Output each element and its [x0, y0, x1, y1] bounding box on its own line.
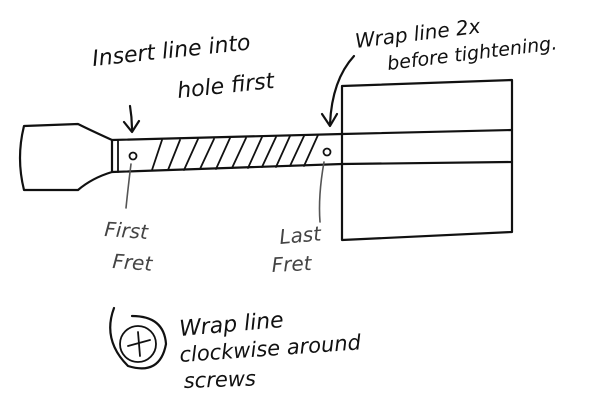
- label-first-fret-1: First: [104, 217, 150, 244]
- fret-hatching: [151, 134, 319, 171]
- headstock: [18, 122, 114, 192]
- insert-arrow-icon: [122, 104, 141, 134]
- body-block: [340, 78, 514, 242]
- label-first-fret-2: Fret: [112, 249, 155, 276]
- wrap-arrow-icon: [320, 54, 356, 128]
- label-last-fret-1: Last: [278, 221, 323, 249]
- label-insert-line-1: Insert line into: [91, 30, 252, 71]
- first-fret-pointer: [125, 163, 132, 209]
- last-fret-hole: [322, 147, 332, 157]
- label-wrap-cw-3: screws: [183, 366, 256, 393]
- fretboard: [110, 132, 344, 174]
- screw-icon: [109, 306, 168, 370]
- label-last-fret-2: Fret: [271, 251, 313, 277]
- last-fret-pointer: [318, 161, 325, 223]
- first-fret-hole: [128, 151, 138, 161]
- label-insert-line-2: hole first: [176, 69, 277, 104]
